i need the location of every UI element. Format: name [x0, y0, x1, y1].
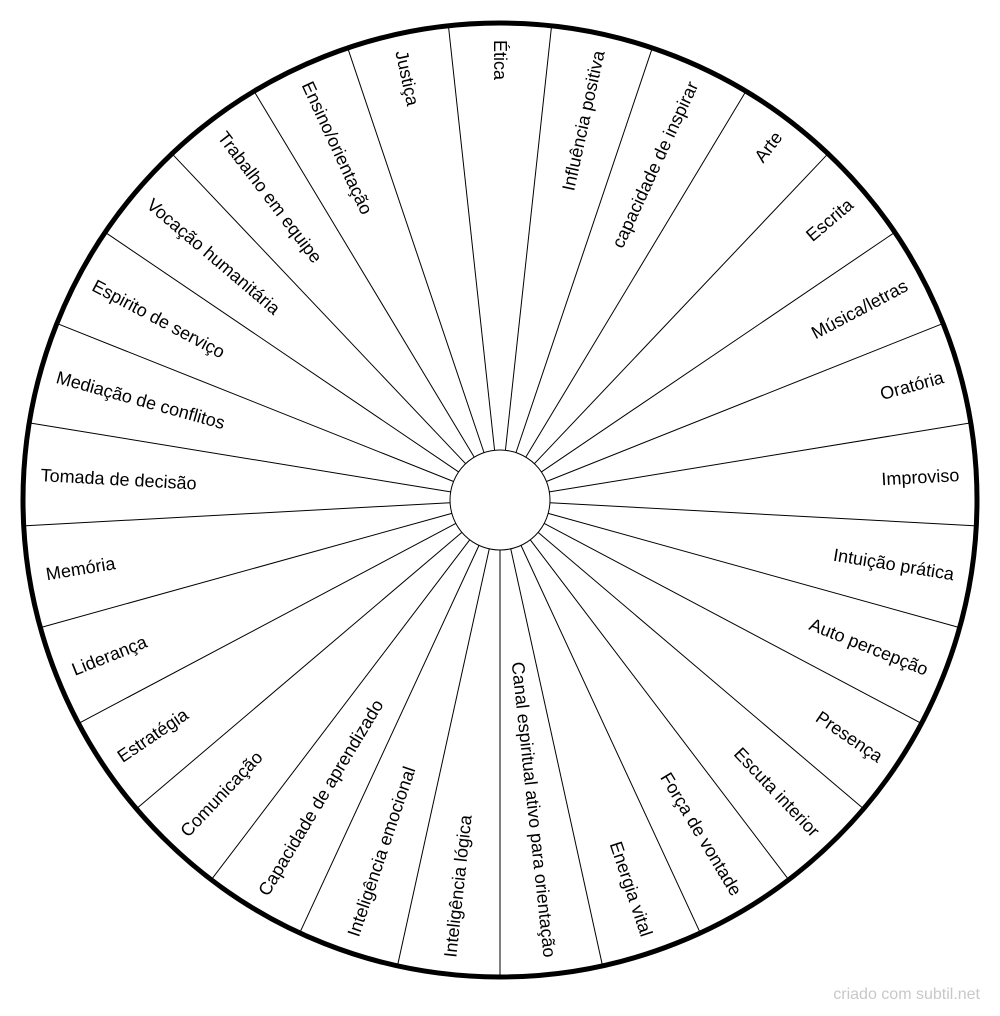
segment-label: Canal espiritual ativo para orientação — [508, 661, 560, 959]
segment-divider — [56, 322, 454, 482]
segment-label: Inteligência emocional — [344, 764, 420, 939]
segment-label: Memória — [44, 553, 117, 584]
segment-label: Mediação de conflitos — [54, 367, 227, 433]
segment-label: Ética — [490, 40, 510, 81]
segment-divider — [104, 231, 459, 473]
segment-divider — [171, 153, 466, 465]
segment-label: Liderança — [69, 631, 151, 679]
segment-divider — [529, 539, 790, 881]
segment-divider — [520, 545, 701, 934]
segment-label: Oratória — [878, 367, 947, 404]
segment-label: Comunicação — [176, 747, 266, 841]
segment-label: Presença — [812, 707, 887, 767]
segment-label: Justiça — [391, 49, 423, 109]
segment-divider — [549, 502, 977, 527]
segment-label: Vocação humanitária — [143, 195, 285, 320]
segment-label: Trabalho em equipe — [214, 128, 326, 267]
segment-divider — [543, 522, 922, 724]
segment-divider — [541, 231, 896, 473]
segment-label: Influência positiva — [558, 48, 609, 193]
segment-divider — [504, 25, 553, 451]
segment-divider — [347, 47, 485, 453]
segment-label: Energia vital — [606, 839, 657, 939]
center-circle — [449, 449, 551, 551]
segment-divider — [253, 91, 475, 458]
outer-ring — [20, 20, 980, 980]
segment-label: Força de vontade — [656, 769, 745, 899]
segment-divider — [29, 422, 451, 493]
segment-label: Escuta interior — [730, 744, 824, 841]
segment-label: Espirito de serviço — [89, 276, 228, 363]
segment-divider — [515, 47, 653, 453]
segment-label: capacidade de inspirar — [608, 78, 702, 251]
segment-divider — [396, 548, 490, 966]
segment-divider — [525, 91, 747, 458]
segment-divider — [546, 322, 944, 482]
segment-divider — [548, 512, 960, 629]
segment-label: Auto percepção — [806, 614, 931, 679]
segment-label: Música/letras — [808, 276, 911, 343]
segment-label: Escrita — [802, 194, 858, 245]
segment-label: Improviso — [881, 465, 960, 489]
segment-divider — [136, 531, 463, 810]
credit-watermark: criado com subtil.net — [833, 986, 980, 1003]
segment-divider — [299, 545, 480, 934]
segment-label: Tomada de decisão — [40, 465, 197, 493]
segment-divider — [78, 522, 457, 724]
segment-divider — [549, 422, 971, 493]
segment-divider — [537, 531, 864, 810]
segment-divider — [23, 502, 451, 527]
segment-divider — [40, 512, 452, 629]
segment-divider — [534, 153, 829, 465]
segment-divider — [210, 539, 471, 881]
segment-dividers — [23, 25, 977, 977]
segment-label: Estratégia — [114, 704, 193, 767]
segment-label: Intuição prática — [832, 545, 957, 585]
segment-divider — [510, 548, 604, 966]
segment-label: Arte — [750, 128, 786, 166]
segment-divider — [447, 25, 496, 451]
segment-label: Inteligência lógica — [440, 813, 475, 958]
